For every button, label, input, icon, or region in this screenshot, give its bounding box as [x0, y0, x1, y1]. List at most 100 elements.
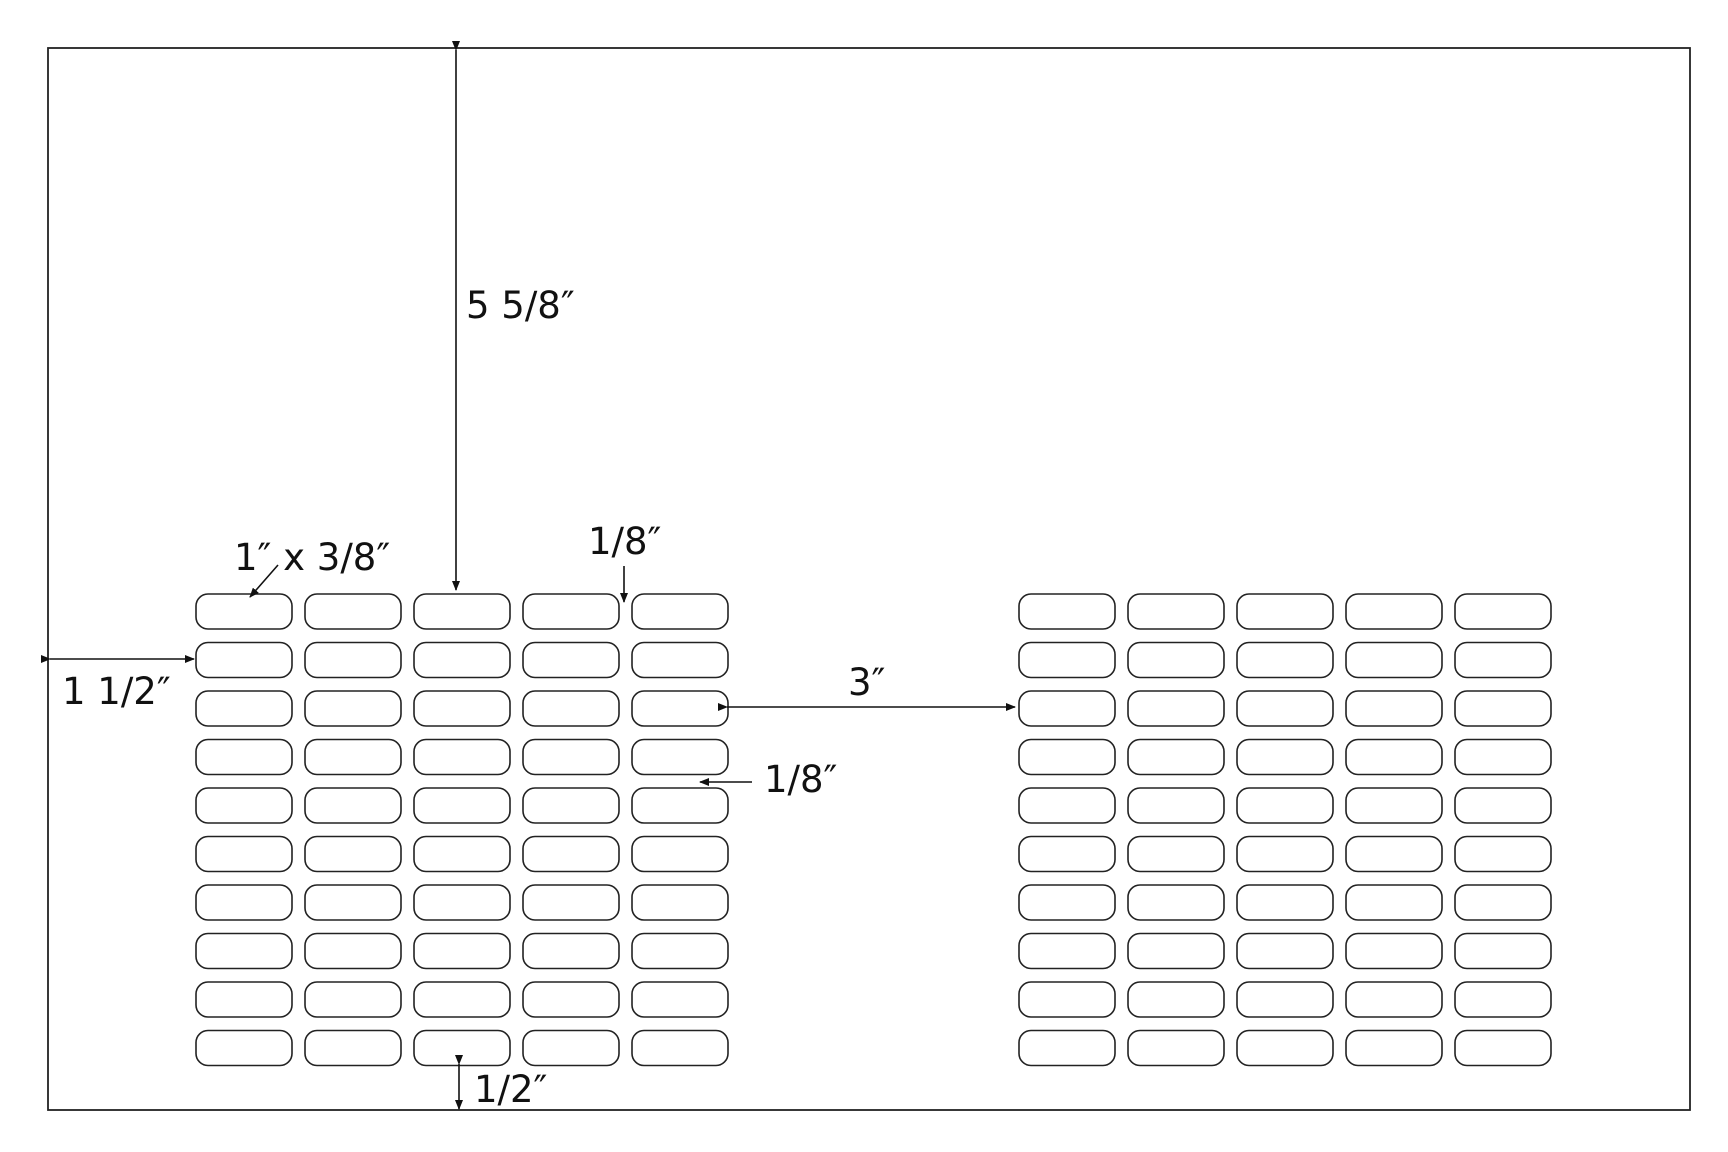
label-cell	[1236, 884, 1334, 921]
label-cell	[304, 835, 402, 873]
label-cell	[1345, 1029, 1443, 1067]
label-cell	[1236, 690, 1334, 727]
label-cell	[195, 738, 293, 776]
label-cell	[304, 593, 402, 630]
label-cell	[522, 981, 620, 1018]
label-cell	[1454, 593, 1552, 630]
label-cell	[1454, 835, 1552, 873]
label-cell	[1454, 690, 1552, 727]
label-cell	[413, 593, 511, 630]
horizontal-gap-label: 1/8″	[588, 520, 661, 563]
label-cell	[1127, 1029, 1225, 1067]
label-cell	[1454, 981, 1552, 1018]
left-label-grid	[195, 593, 729, 1067]
label-cell	[195, 835, 293, 873]
label-cell	[304, 738, 402, 776]
label-cell	[304, 981, 402, 1018]
label-cell	[1127, 884, 1225, 921]
label-cell	[1345, 738, 1443, 776]
label-cell	[1236, 738, 1334, 776]
left-margin-label: 1 1/2″	[62, 670, 171, 713]
label-cell	[195, 1029, 293, 1067]
label-cell	[631, 981, 729, 1018]
label-cell	[631, 690, 729, 727]
label-cell	[1454, 932, 1552, 970]
label-cell	[413, 1029, 511, 1067]
label-cell	[195, 787, 293, 824]
label-cell	[1018, 884, 1116, 921]
label-cell	[1236, 593, 1334, 630]
label-cell	[413, 690, 511, 727]
label-cell	[195, 884, 293, 921]
label-cell	[631, 1029, 729, 1067]
vertical-gap-label: 1/8″	[764, 758, 837, 801]
label-cell	[631, 835, 729, 873]
label-cell	[631, 738, 729, 776]
label-cell	[522, 738, 620, 776]
label-cell	[304, 690, 402, 727]
label-cell	[1236, 641, 1334, 679]
label-cell	[522, 787, 620, 824]
label-cell	[522, 690, 620, 727]
label-cell	[1127, 593, 1225, 630]
label-cell	[1236, 932, 1334, 970]
label-cell	[1236, 835, 1334, 873]
label-cell	[1454, 884, 1552, 921]
label-cell	[631, 932, 729, 970]
label-cell	[304, 641, 402, 679]
label-cell	[1454, 641, 1552, 679]
label-cell	[304, 787, 402, 824]
label-cell	[1454, 1029, 1552, 1067]
label-cell	[413, 884, 511, 921]
label-cell	[631, 641, 729, 679]
label-cell	[413, 835, 511, 873]
label-cell	[631, 787, 729, 824]
label-cell	[1018, 932, 1116, 970]
grid-spacing-label: 3″	[848, 661, 885, 704]
label-cell	[522, 1029, 620, 1067]
label-cell	[522, 884, 620, 921]
label-cell	[1345, 787, 1443, 824]
label-cell	[1018, 787, 1116, 824]
label-cell	[1345, 835, 1443, 873]
top-margin-label: 5 5/8″	[466, 284, 575, 327]
label-cell	[1018, 738, 1116, 776]
label-cell	[304, 932, 402, 970]
label-cell	[522, 932, 620, 970]
label-cell	[631, 593, 729, 630]
label-cell	[1236, 1029, 1334, 1067]
label-cell	[1454, 738, 1552, 776]
label-cell	[413, 738, 511, 776]
label-cell	[1127, 690, 1225, 727]
label-cell	[195, 641, 293, 679]
label-cell	[1345, 981, 1443, 1018]
label-cell	[195, 932, 293, 970]
label-cell	[1236, 981, 1334, 1018]
label-cell	[1127, 641, 1225, 679]
label-cell	[631, 884, 729, 921]
label-cell	[304, 1029, 402, 1067]
label-cell	[1345, 884, 1443, 921]
label-cell	[1236, 787, 1334, 824]
label-cell	[1127, 932, 1225, 970]
label-cell	[195, 593, 293, 630]
sheet-border	[47, 47, 1691, 1111]
label-cell	[1018, 835, 1116, 873]
label-cell	[413, 787, 511, 824]
label-cell	[522, 593, 620, 630]
label-cell	[1345, 932, 1443, 970]
label-cell	[1127, 738, 1225, 776]
label-size-label: 1″ x 3/8″	[234, 536, 390, 579]
label-cell	[1018, 641, 1116, 679]
label-cell	[522, 835, 620, 873]
right-label-grid	[1018, 593, 1552, 1067]
label-cell	[1018, 1029, 1116, 1067]
label-cell	[1127, 787, 1225, 824]
label-cell	[1018, 593, 1116, 630]
label-cell	[304, 884, 402, 921]
label-cell	[1127, 835, 1225, 873]
label-cell	[1018, 981, 1116, 1018]
label-cell	[1345, 690, 1443, 727]
label-size-arrow	[249, 564, 279, 598]
